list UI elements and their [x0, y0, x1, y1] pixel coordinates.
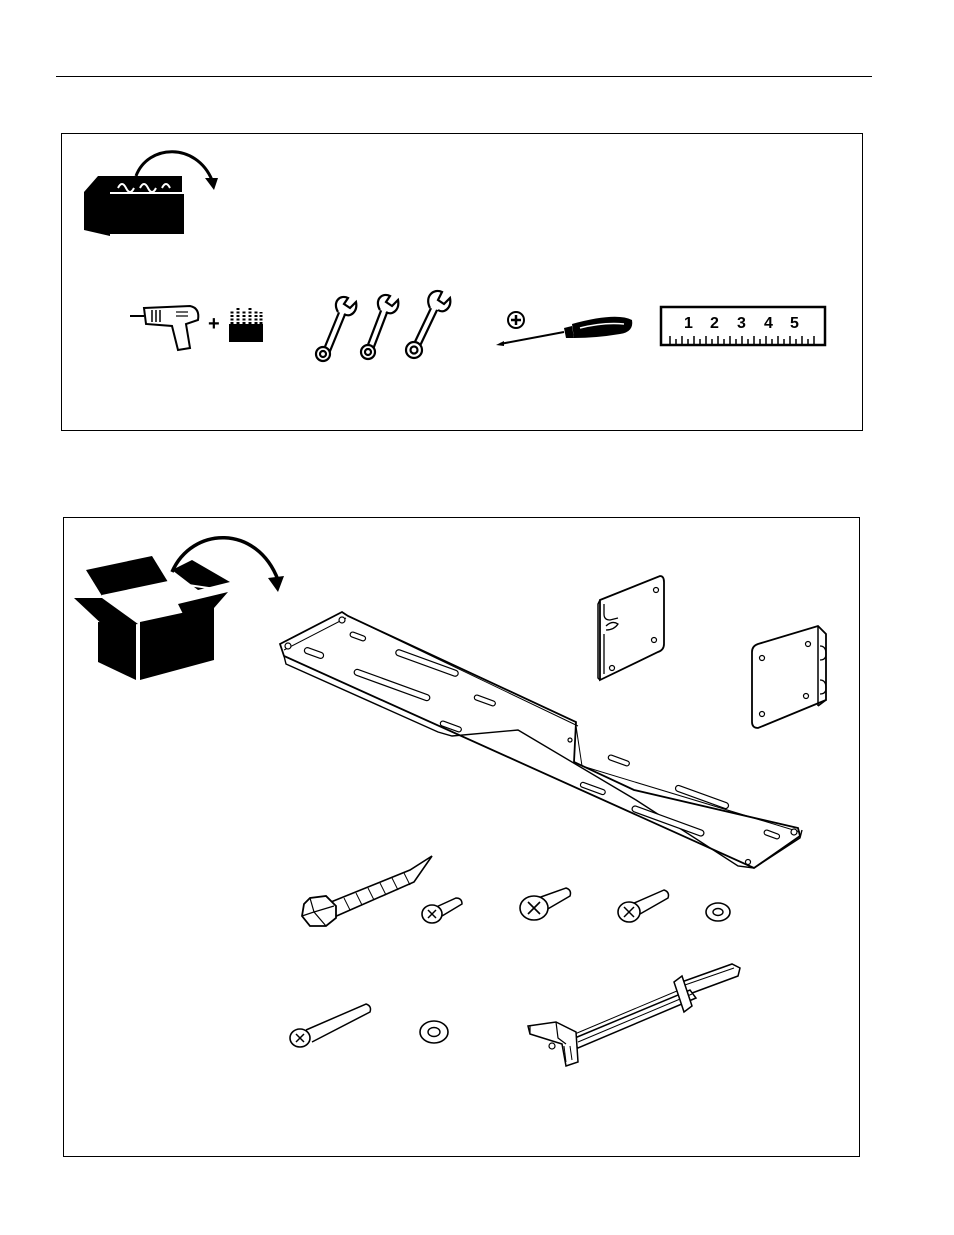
- power-drill-icon: [128, 294, 218, 354]
- ruler-digit: 5: [790, 315, 799, 332]
- mounting-plate: [278, 606, 826, 870]
- ruler-digit: 4: [764, 315, 773, 332]
- medium-screw: [616, 886, 672, 926]
- svg-text:+: +: [208, 313, 220, 335]
- drill-bits-icon: [229, 304, 265, 344]
- small-washer: [704, 900, 732, 924]
- phillips-screwdriver-icon: [496, 306, 636, 350]
- adjustable-arm: [526, 962, 742, 1072]
- lag-bolt: [300, 854, 434, 928]
- side-bracket-left: [596, 574, 670, 684]
- plus-sign: +: [206, 310, 226, 334]
- side-bracket-right: [748, 624, 830, 730]
- long-screw: [288, 1002, 372, 1050]
- tools-required-panel: +: [61, 133, 863, 431]
- large-head-screw: [518, 884, 574, 924]
- short-screw: [420, 894, 464, 926]
- ruler-digit: 3: [737, 315, 746, 332]
- ruler-icon: 1 2 3 4 5: [660, 306, 828, 348]
- wrenches-icon: [310, 288, 455, 364]
- header-rule: [56, 76, 872, 77]
- ruler-digit: 1: [684, 315, 693, 332]
- ruler-digit: 2: [710, 315, 719, 332]
- toolbox-icon: [78, 140, 218, 240]
- large-washer: [418, 1018, 450, 1046]
- parts-included-panel: [63, 517, 860, 1157]
- open-box-icon: [72, 526, 284, 678]
